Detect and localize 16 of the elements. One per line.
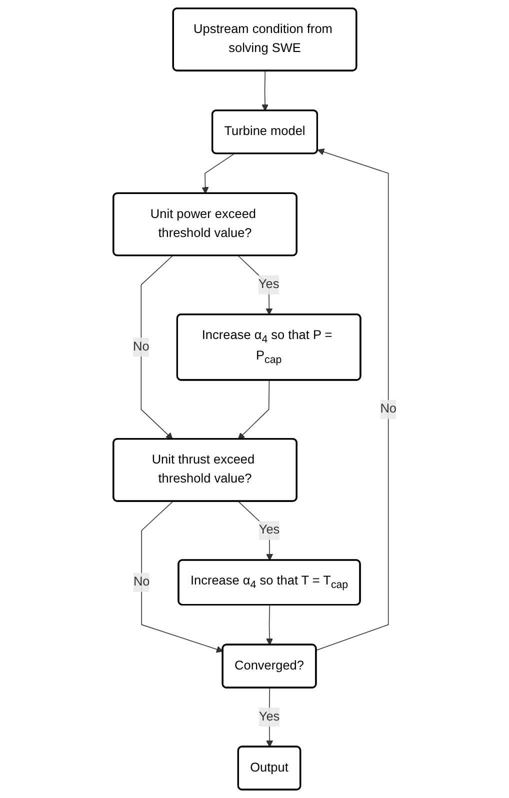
edge-label: Yes [258,710,280,724]
arrow [266,604,273,646]
arrow [238,501,273,561]
edge-label: No [133,575,150,589]
edge-label: No [132,340,149,354]
arrow [140,501,223,653]
edge-label: No [380,402,396,416]
arrow [261,70,268,112]
arrow [201,153,234,194]
edge-label: Yes [258,523,280,537]
arrow [316,148,388,651]
arrow [237,255,272,316]
edge-label: Yes [258,278,279,292]
arrow [140,255,173,440]
arrow [237,380,270,440]
arrow [266,688,273,748]
